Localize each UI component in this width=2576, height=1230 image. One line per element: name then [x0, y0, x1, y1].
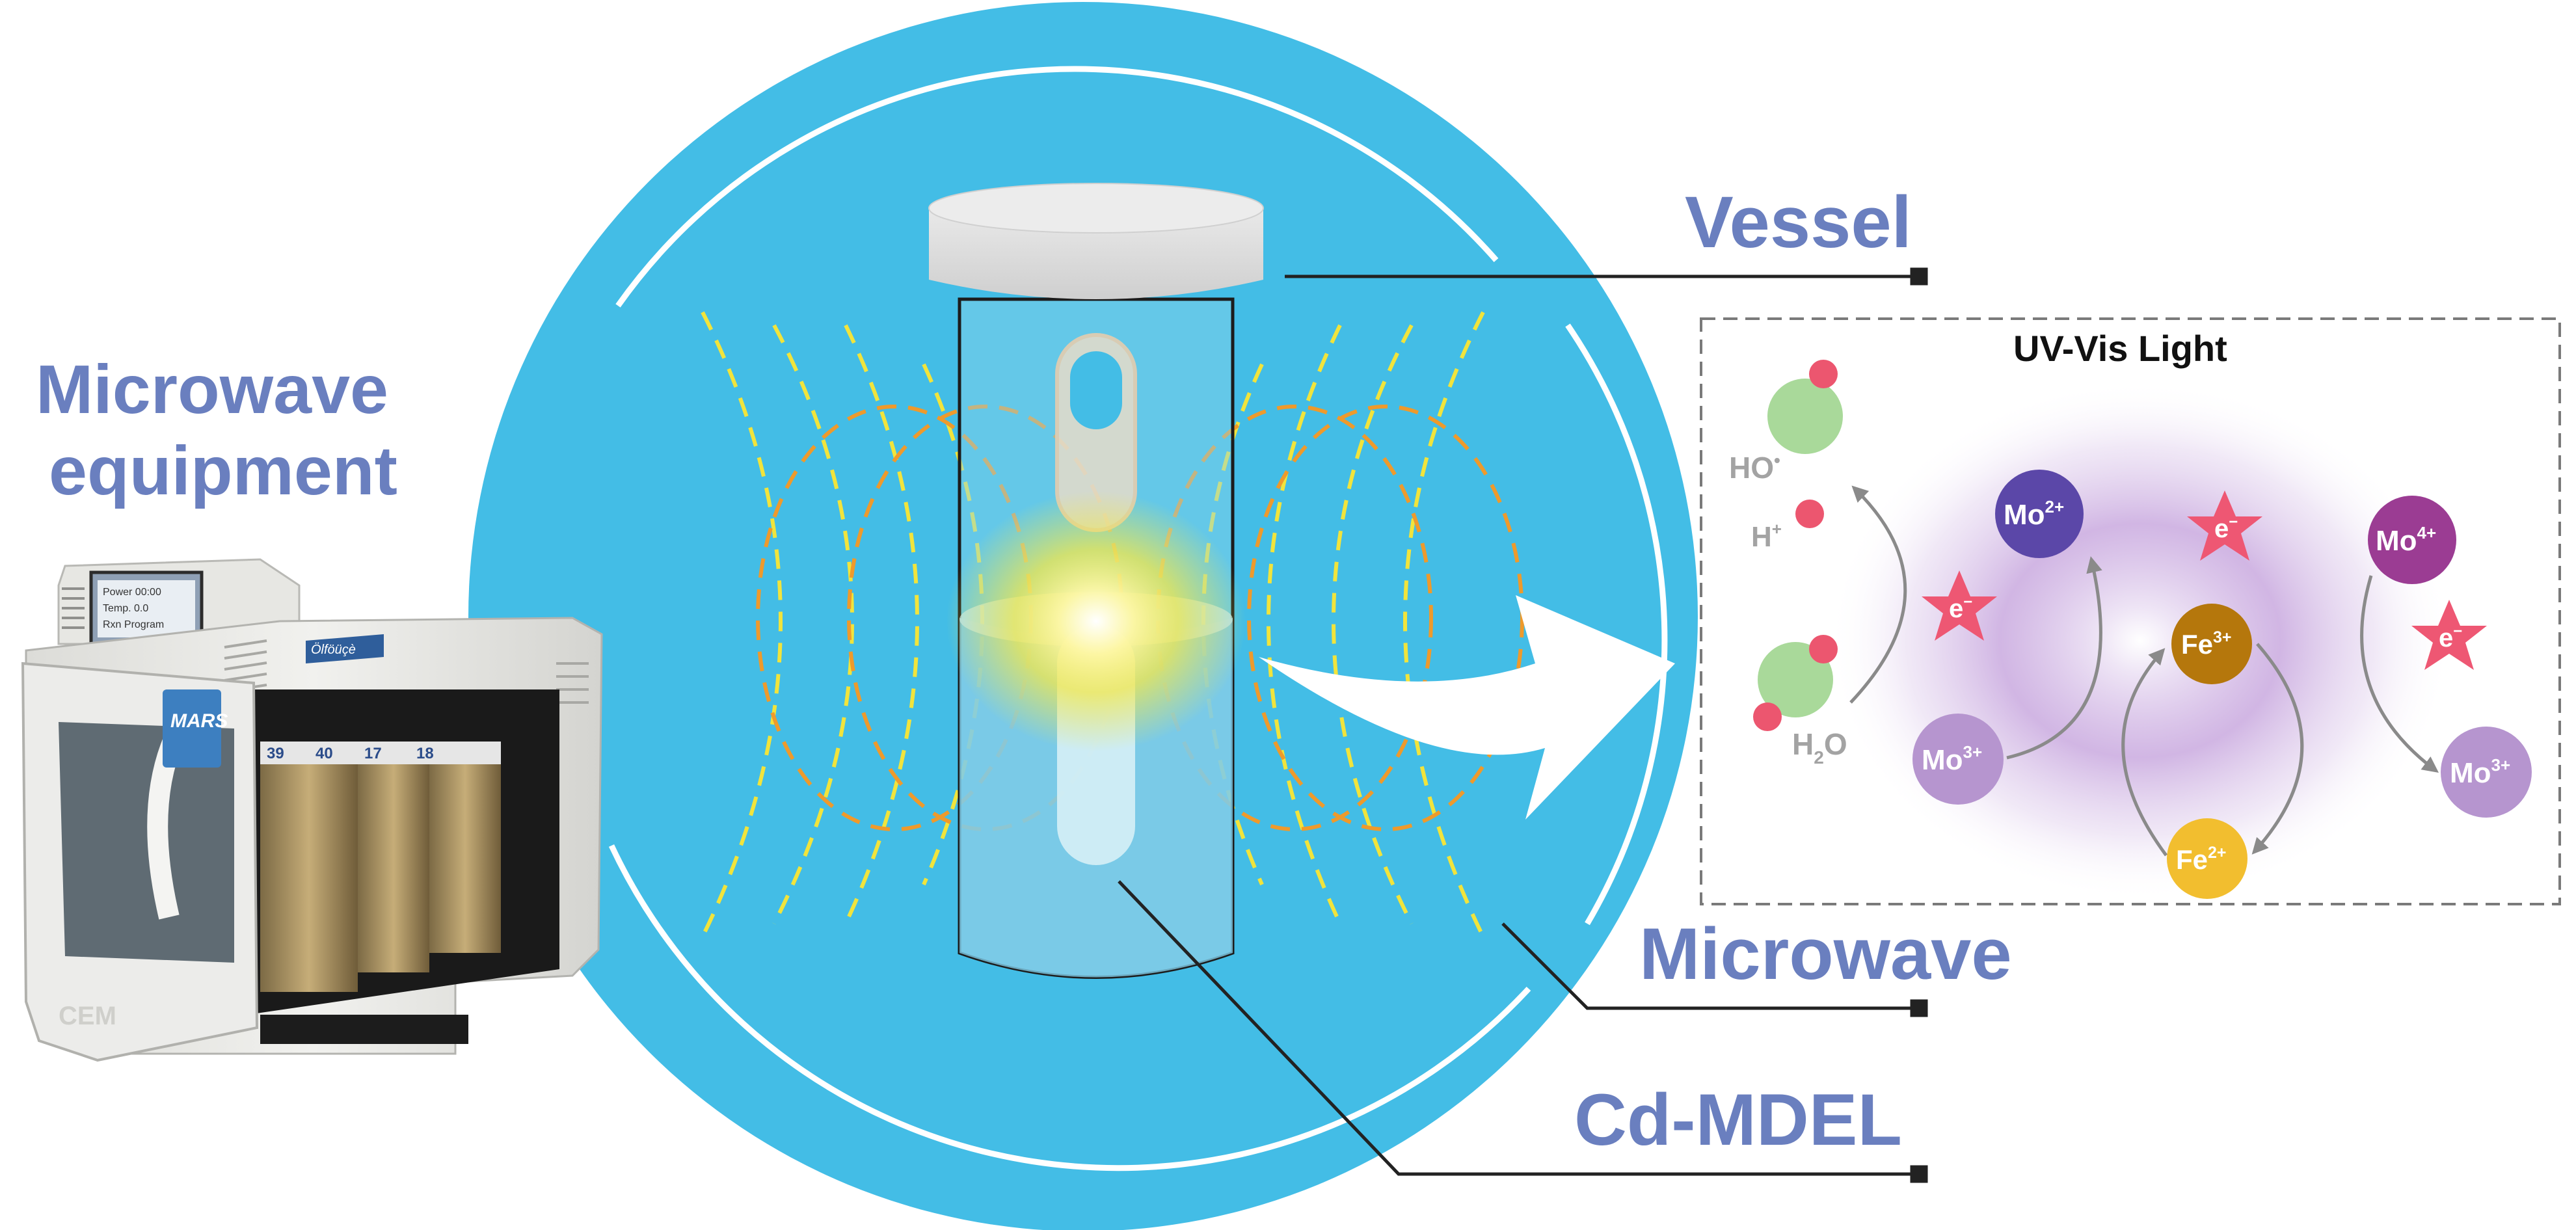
rotor-number-4: 18 [416, 745, 434, 762]
arrow-fe3-to-fe2 [2251, 643, 2304, 855]
ho-radical-molecule [1767, 379, 1843, 454]
svg-text:Mo4+: Mo4+ [2376, 523, 2436, 557]
arrow-mo3-to-mo2 [2006, 556, 2102, 760]
svg-text:e−: e− [2214, 513, 2238, 543]
electron-star-3: e− [2411, 600, 2487, 670]
oven-model-text: MARS [170, 710, 228, 732]
arrow-water-to-ho [1849, 485, 1907, 704]
inner-tube-window [1070, 351, 1122, 429]
wave-left-1 [701, 311, 783, 938]
svg-text:Fe2+: Fe2+ [2176, 844, 2227, 875]
circle-ring-arc-right [1565, 323, 1668, 926]
oven-brand-badge [306, 634, 384, 663]
oven-brand-text: Ölföüçè [311, 643, 356, 657]
oven-door-window [59, 722, 234, 963]
label-microwave-equipment-1: Microwave [36, 351, 388, 428]
svg-text:Mo3+: Mo3+ [1922, 742, 1982, 776]
reaction-panel: UV-Vis Light HO• H+ H2O e− e− e− [1700, 317, 2561, 905]
oven-screen-line-3: Rxn Program [103, 619, 164, 630]
ho-radical-label: HO• [1729, 450, 1780, 485]
rotor-number-1: 39 [267, 745, 284, 762]
label-vessel: Vessel [1685, 181, 1912, 263]
oven-base [260, 1015, 468, 1044]
svg-text:Fe3+: Fe3+ [2181, 628, 2232, 660]
svg-text:e−: e− [2439, 622, 2462, 652]
water-h-atom-1 [1809, 635, 1838, 663]
uv-vis-light-title: UV-Vis Light [2013, 328, 2227, 369]
leader-cd-mdel [1118, 880, 1919, 1176]
rotor-number-2: 40 [315, 745, 333, 762]
ion-mo3-right: Mo3+ [2441, 727, 2532, 818]
label-microwave: Microwave [1639, 913, 2012, 995]
ion-mo2: Mo2+ [1995, 470, 2084, 558]
leader-microwave [1501, 922, 1919, 1010]
ion-mo4: Mo4+ [2368, 496, 2456, 584]
oven-rotor: 39 40 17 18 [260, 742, 501, 992]
water-molecule [1758, 642, 1833, 717]
reaction-glow [946, 491, 1246, 751]
wave-orange-3 [1156, 405, 1433, 831]
electron-star-2: e− [2187, 490, 2262, 561]
arrow-mo4-to-mo3 [2360, 575, 2439, 773]
proton-atom [1795, 500, 1824, 528]
leader-cd-mdel-end [1910, 1165, 1928, 1183]
wave-right-2 [1332, 324, 1414, 925]
circle-ring-arc-bottom [608, 844, 1531, 1171]
ho-radical-h-atom [1809, 360, 1838, 388]
oven-screen-inner [98, 580, 195, 637]
ion-fe2: Fe2+ [2167, 818, 2247, 899]
process-arrow [1259, 595, 1675, 820]
wave-left-2 [772, 324, 854, 925]
vessel-lid-top [928, 183, 1264, 234]
leader-lines [1118, 267, 1928, 1183]
svg-text:e−: e− [1949, 593, 1972, 623]
leader-vessel-end [1910, 267, 1928, 286]
arrow-fe2-to-fe3 [2121, 648, 2168, 857]
oven-screen-line-1: Power 00:00 [103, 587, 161, 598]
wave-right-1 [1403, 311, 1485, 938]
ion-mo3-left: Mo3+ [1912, 714, 2004, 805]
vessel [928, 183, 1264, 979]
proton-label: H+ [1751, 519, 1782, 553]
rotor-number-3: 17 [364, 745, 382, 762]
label-cd-mdel: Cd-MDEL [1574, 1079, 1902, 1160]
ion-fe3: Fe3+ [2171, 604, 2252, 684]
oven-door-logo: CEM [59, 1002, 116, 1030]
water-label: H2O [1792, 727, 1847, 768]
svg-text:Mo2+: Mo2+ [2004, 497, 2064, 531]
electron-star-1: e− [1922, 570, 1997, 641]
leader-microwave-end [1910, 999, 1928, 1017]
uv-glow [1828, 381, 2452, 901]
water-h-atom-2 [1753, 702, 1782, 731]
circle-ring-arc-top [615, 66, 1499, 308]
oven-door-label [163, 689, 221, 768]
oven-screen-line-2: Temp. 0.0 [103, 603, 148, 614]
microwave-oven: Power 00:00 Temp. 0.0 Rxn Program Ölföüç… [21, 558, 603, 1062]
svg-text:Mo3+: Mo3+ [2450, 755, 2510, 789]
oven-vents-left [62, 587, 85, 629]
label-microwave-equipment-2: equipment [49, 433, 397, 509]
vessel-lid [929, 208, 1263, 299]
